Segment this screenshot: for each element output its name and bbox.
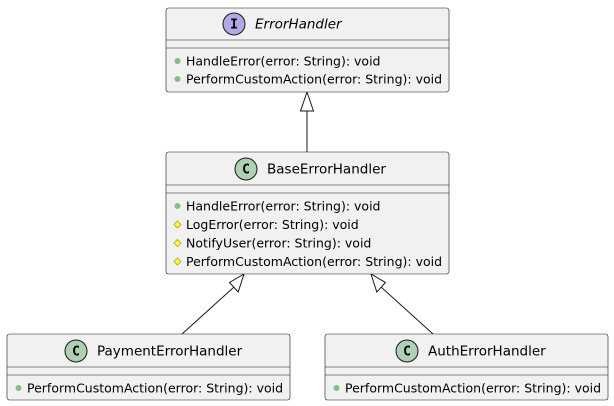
member-perform-custom-action: PerformCustomAction(error: String): void (186, 72, 442, 87)
member-notify-user: NotifyUser(error: String): void (186, 236, 371, 251)
class-name: PaymentErrorHandler (97, 344, 243, 360)
class-name: ErrorHandler (255, 17, 343, 33)
inheritance-arrowhead (370, 272, 387, 293)
class-stereotype-icon (234, 157, 258, 181)
public-method-icon (174, 58, 181, 64)
public-method-icon (333, 385, 340, 391)
interface-stereotype-icon (222, 12, 246, 36)
class-name: BaseErrorHandler (267, 162, 386, 178)
relation-auth-extends-base (370, 272, 434, 335)
interface-stereotype-letter: I (230, 18, 238, 33)
member-handle-error: HandleError(error: String): void (186, 54, 380, 69)
class-stereotype-letter: C (242, 163, 250, 178)
class-stereotype-icon (395, 339, 419, 363)
class-stereotype-letter: C (72, 345, 80, 360)
member-log-error: LogError(error: String): void (186, 217, 359, 232)
public-method-icon (174, 76, 181, 82)
relation-base-implements-errorhandler (299, 90, 315, 152)
member-perform-custom-action: PerformCustomAction(error: String): void (186, 254, 442, 269)
member-perform-custom-action: PerformCustomAction(error: String): void (345, 381, 601, 396)
member-perform-custom-action: PerformCustomAction(error: String): void (27, 381, 283, 396)
realization-arrowhead (299, 90, 315, 112)
class-box-payment-error-handler[interactable]: C PaymentErrorHandler PerformCustomActio… (6, 333, 291, 401)
member-handle-error: HandleError(error: String): void (186, 199, 380, 214)
protected-method-icon (173, 257, 182, 266)
class-box-base-error-handler[interactable]: C BaseErrorHandler HandleError(error: St… (165, 151, 450, 275)
inheritance-arrowhead (228, 272, 245, 293)
class-name: AuthErrorHandler (428, 344, 546, 360)
class-box-error-handler[interactable]: I ErrorHandler HandleError(error: String… (165, 7, 450, 93)
relation-payment-extends-base (181, 272, 245, 335)
public-method-icon (15, 385, 22, 391)
class-stereotype-icon (64, 339, 88, 363)
protected-method-icon (173, 238, 182, 248)
public-method-icon (174, 203, 181, 209)
protected-method-icon (173, 220, 182, 229)
class-box-auth-error-handler[interactable]: C AuthErrorHandler PerformCustomAction(e… (324, 333, 609, 401)
class-stereotype-letter: C (403, 345, 411, 360)
